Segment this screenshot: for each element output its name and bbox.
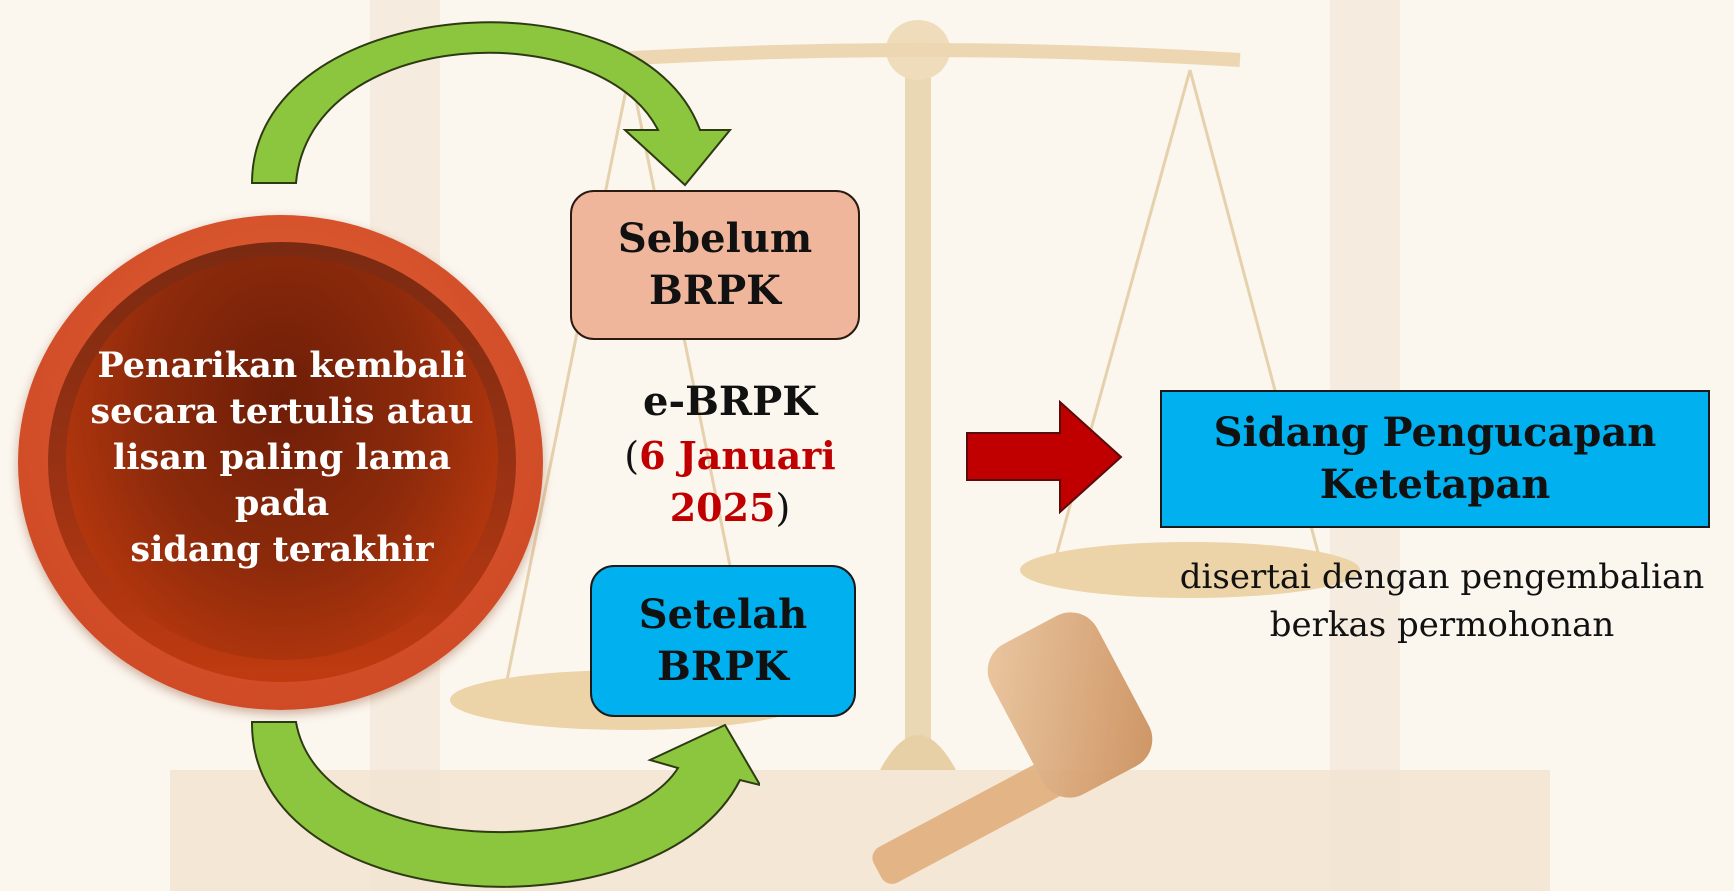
red-right-arrow-icon	[966, 400, 1123, 515]
before-brpk-box: Sebelum BRPK	[570, 190, 860, 340]
paren-open: (	[624, 434, 640, 478]
result-note: disertai dengan pengembalian berkas perm…	[1179, 557, 1705, 645]
curved-arrow-to-before	[250, 21, 733, 187]
result-box: Sidang Pengucapan Ketetapan	[1160, 390, 1710, 528]
after-brpk-label: Setelah BRPK	[638, 591, 808, 690]
curved-arrow-to-after	[250, 721, 760, 888]
source-circle-body: Penarikan kembali secara tertulis atau l…	[66, 256, 498, 660]
milestone-date: (6 Januari 2025)	[600, 430, 860, 534]
source-text: Penarikan kembali secara tertulis atau l…	[90, 345, 474, 570]
milestone-date-line1: 6 Januari	[639, 433, 836, 478]
before-brpk-label: Sebelum BRPK	[617, 215, 813, 314]
milestone-date-line2: 2025	[669, 485, 776, 530]
milestone-name: e-BRPK	[643, 378, 817, 425]
result-title: Sidang Pengucapan Ketetapan	[1213, 409, 1657, 508]
after-brpk-box: Setelah BRPK	[590, 565, 856, 717]
paren-close: )	[775, 486, 791, 530]
